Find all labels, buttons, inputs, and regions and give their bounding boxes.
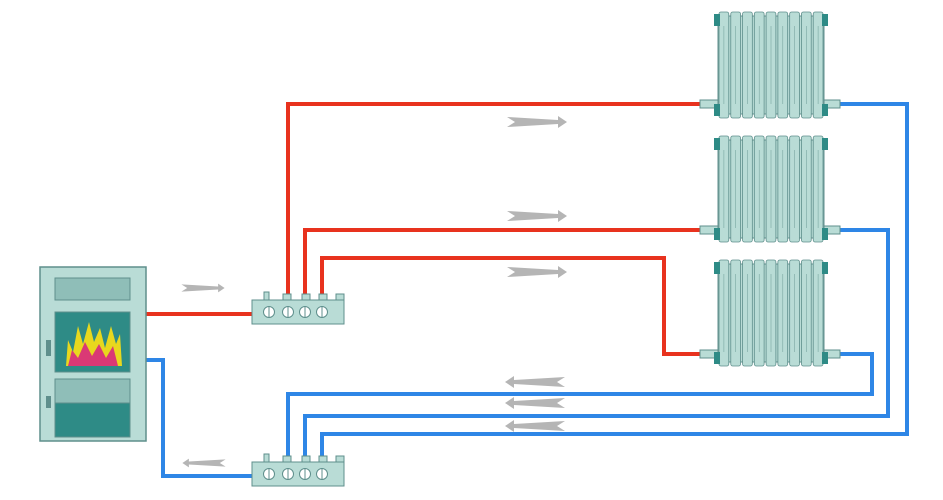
manifold-port: [282, 293, 292, 301]
flow-arrow-left-icon: [182, 458, 226, 468]
manifold-port: [335, 455, 345, 463]
flow-arrow-right-icon: [507, 116, 567, 128]
return-pipe-manifold-to-boiler: [146, 358, 252, 478]
radiator-plug: [714, 14, 720, 26]
radiator-plug: [714, 228, 720, 240]
flame-core: [68, 342, 118, 366]
manifold-port: [301, 455, 311, 463]
radiator-plug: [822, 352, 828, 364]
radiator-plug: [714, 352, 720, 364]
manifold-port: [318, 455, 328, 463]
return-pipe-bottom-radiator: [286, 352, 874, 462]
flow-arrow-right-icon: [507, 266, 567, 278]
radiator-plug: [714, 138, 720, 150]
flow-arrow-left-icon: [505, 397, 565, 409]
manifold-air-vent: [263, 291, 270, 301]
manifold-port: [335, 293, 345, 301]
radiator-top: [714, 11, 828, 119]
flow-arrows: [181, 116, 567, 468]
flow-arrow-right-icon: [181, 283, 225, 293]
radiator-plug: [714, 262, 720, 274]
flow-arrow-right-icon: [507, 210, 567, 222]
boiler-hinge: [46, 340, 51, 356]
boiler-hinge: [46, 396, 51, 408]
flow-arrow-left-icon: [505, 420, 565, 432]
flow-arrow-left-icon: [505, 376, 565, 388]
manifold-port: [318, 293, 328, 301]
supply-pipe-middle-radiator: [303, 228, 704, 300]
radiator-plug: [714, 104, 720, 116]
radiator-middle: [714, 135, 828, 243]
boiler-top-panel: [54, 277, 131, 301]
return-pipe-middle-radiator: [303, 228, 890, 462]
supply-pipes: [146, 102, 704, 356]
radiator-plug: [822, 228, 828, 240]
return-pipe-top-radiator: [320, 102, 909, 462]
manifold-port: [282, 455, 292, 463]
supply-pipe-bottom-radiator: [320, 256, 704, 356]
radiator-plug: [822, 104, 828, 116]
supply-pipe-top-radiator: [286, 102, 704, 300]
radiator-bottom: [714, 259, 828, 367]
return-pipes: [146, 102, 909, 478]
radiator-plug: [822, 138, 828, 150]
boiler-ash-door: [54, 378, 131, 404]
radiator-plug: [822, 262, 828, 274]
manifold-air-vent: [263, 453, 270, 463]
stove-boiler-icon: [39, 266, 147, 442]
supply-manifold-icon: [251, 291, 345, 325]
manifold-port: [301, 293, 311, 301]
return-manifold-icon: [251, 453, 345, 487]
boiler-base: [54, 402, 131, 438]
radiator-plug: [822, 14, 828, 26]
